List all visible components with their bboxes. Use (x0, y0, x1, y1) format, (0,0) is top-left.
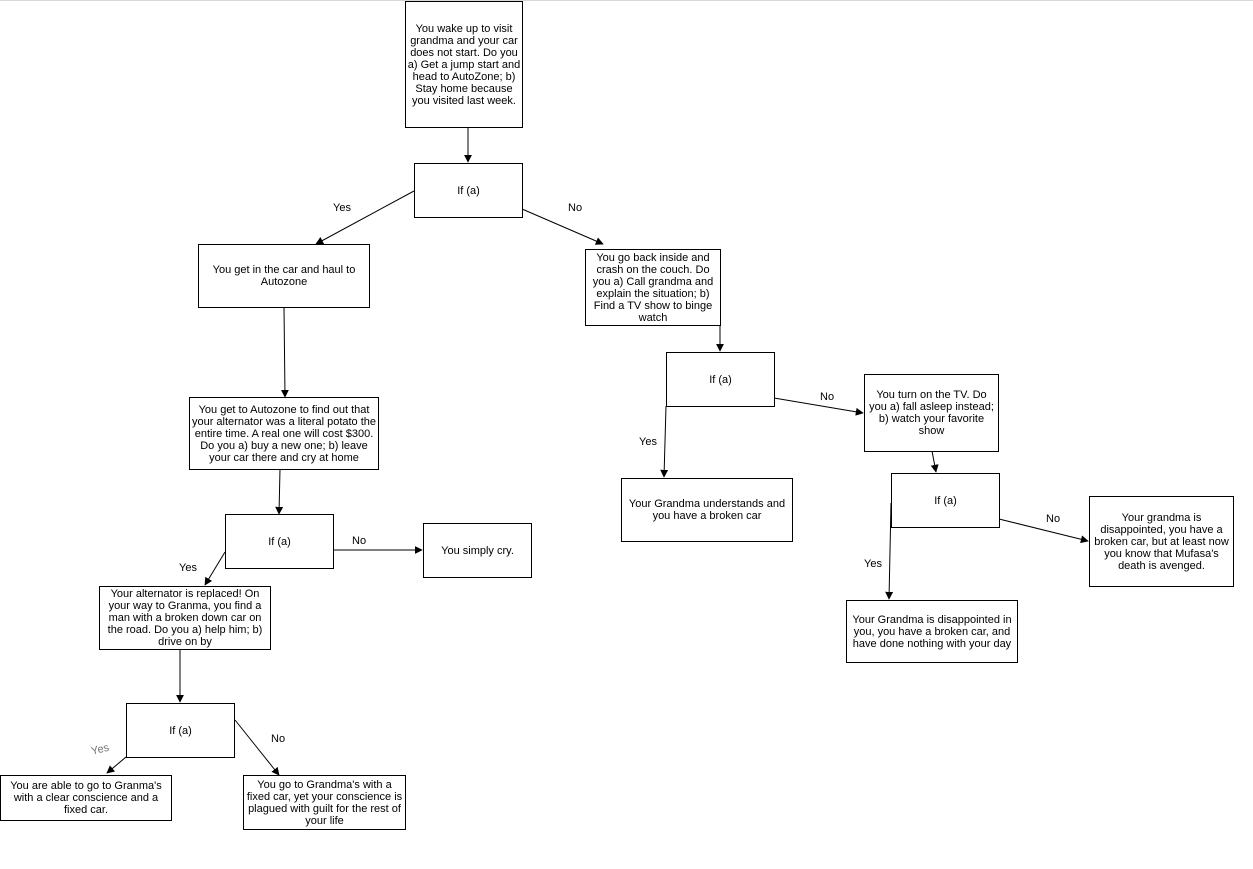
start-node-text: You wake up to visit grandma and your ca… (407, 22, 521, 107)
mufasa-node[interactable]: Your grandma is disappointed, you have a… (1089, 496, 1234, 587)
haul-to-autozone-node[interactable]: You get in the car and haul to Autozone (198, 244, 370, 308)
decision-node-if1-text: If (a) (457, 184, 480, 197)
autozone-node[interactable]: You get to Autozone to find out that you… (189, 397, 379, 470)
couch-node[interactable]: You go back inside and crash on the couc… (585, 249, 721, 326)
edge-autozone-to-if2 (275, 468, 284, 515)
edge-if4-yes (660, 405, 669, 478)
mufasa-text: Your grandma is disappointed, you have a… (1094, 511, 1229, 572)
haul-to-autozone-text: You get in the car and haul to Autozone (212, 264, 356, 288)
decision-node-if5[interactable]: If (a) (891, 473, 1000, 528)
decision-node-if4-text: If (a) (709, 373, 732, 386)
edge-if3-no (234, 719, 280, 776)
start-node[interactable]: You wake up to visit grandma and your ca… (405, 1, 523, 128)
grandma-understands-node[interactable]: Your Grandma understands and you have a … (621, 478, 793, 542)
done-nothing-text: Your Grandma is disappointed in you, you… (852, 613, 1012, 650)
simply-cry-text: You simply cry. (441, 544, 514, 557)
grandma-understands-text: Your Grandma understands and you have a … (628, 498, 786, 522)
edge-label-if1-yes: Yes (333, 202, 351, 214)
clear-conscience-node[interactable]: You are able to go to Granma's with a cl… (0, 775, 172, 821)
edge-tv-to-if5 (930, 450, 939, 473)
decision-node-if4[interactable]: If (a) (666, 352, 775, 407)
autozone-text: You get to Autozone to find out that you… (191, 403, 377, 464)
edge-label-if2-no: No (352, 535, 367, 547)
edge-label-if4-no: No (820, 391, 835, 403)
edge-if3-yes (106, 756, 127, 774)
decision-node-if2-text: If (a) (268, 535, 291, 548)
decision-node-if2[interactable]: If (a) (225, 514, 334, 569)
simply-cry-node[interactable]: You simply cry. (423, 523, 532, 578)
edge-label-if3-no: No (271, 733, 286, 745)
edge-if5-no (998, 518, 1089, 544)
clear-conscience-text: You are able to go to Granma's with a cl… (10, 780, 162, 816)
edge-if4-no (773, 397, 864, 416)
guilt-text: You go to Grandma's with a fixed car, ye… (246, 778, 403, 827)
edge-label-if4-yes: Yes (639, 436, 657, 448)
decision-node-if1[interactable]: If (a) (414, 163, 523, 218)
edge-if5-yes (885, 502, 894, 600)
edge-if2-yes (204, 551, 226, 586)
top-border-line (0, 0, 1253, 1)
edge-if1-yes (315, 190, 415, 245)
turn-on-tv-text: You turn on the TV. Do you a) fall aslee… (869, 389, 994, 437)
edge-label-if5-no: No (1046, 513, 1061, 525)
done-nothing-node[interactable]: Your Grandma is disappointed in you, you… (846, 600, 1018, 663)
turn-on-tv-node[interactable]: You turn on the TV. Do you a) fall aslee… (864, 374, 999, 452)
couch-text: You go back inside and crash on the couc… (592, 251, 714, 324)
decision-node-if3[interactable]: If (a) (126, 703, 235, 758)
alternator-replaced-text: Your alternator is replaced! On your way… (107, 588, 263, 648)
guilt-node[interactable]: You go to Grandma's with a fixed car, ye… (243, 775, 406, 830)
edge-label-if2-yes: Yes (179, 562, 197, 574)
edge-haul-to-autozone (280, 306, 289, 398)
edge-label-if1-no: No (568, 202, 583, 214)
alternator-replaced-node[interactable]: Your alternator is replaced! On your way… (99, 586, 271, 650)
edge-label-if5-yes: Yes (864, 558, 882, 570)
edge-if1-no (521, 208, 604, 245)
decision-node-if3-text: If (a) (169, 724, 192, 737)
decision-node-if5-text: If (a) (934, 494, 957, 507)
